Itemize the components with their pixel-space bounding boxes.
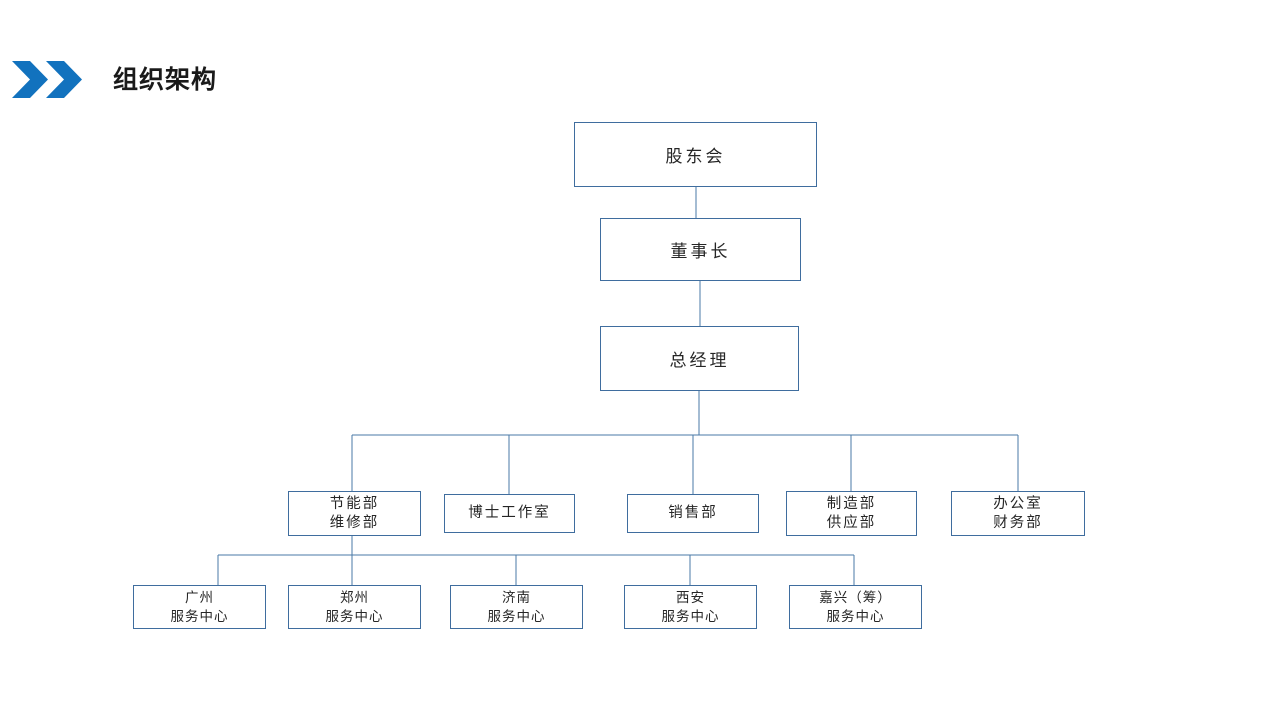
org-node-service-center[interactable]: 郑州 服务中心 (288, 585, 421, 629)
slide-header: 组织架构 (0, 0, 1280, 110)
org-node-label-line2: 服务中心 (170, 609, 229, 624)
org-node-label-line1: 济南 (502, 590, 531, 605)
org-node-label-line1: 西安 (676, 590, 705, 605)
org-node-shareholders[interactable]: 股东会 (574, 122, 817, 187)
org-node-label-line2: 服务中心 (487, 609, 546, 624)
org-node-label-line1: 节能部 (329, 495, 380, 512)
org-node-chairman[interactable]: 董事长 (600, 218, 801, 281)
org-node-label: 董事长 (670, 242, 731, 261)
org-node-department[interactable]: 节能部 维修部 (288, 491, 421, 536)
org-node-label-line1: 销售部 (668, 505, 718, 521)
org-node-service-center[interactable]: 嘉兴（筹） 服务中心 (789, 585, 922, 629)
org-node-label-line2: 财务部 (993, 514, 1043, 531)
org-node-label-line1: 制造部 (826, 495, 877, 512)
org-node-general-manager[interactable]: 总经理 (600, 326, 799, 391)
org-node-service-center[interactable]: 济南 服务中心 (450, 585, 583, 629)
org-node-department[interactable]: 销售部 (627, 494, 759, 533)
org-node-label-line1: 郑州 (340, 590, 369, 605)
org-node-label-line2: 供应部 (826, 514, 877, 531)
org-node-label-line2: 服务中心 (325, 609, 384, 624)
org-node-label-line2: 维修部 (329, 514, 380, 531)
org-node-label-line1: 广州 (185, 590, 214, 605)
org-node-label: 股东会 (665, 147, 726, 166)
org-node-label-line1: 嘉兴（筹） (819, 590, 892, 605)
org-node-label-line2: 服务中心 (661, 609, 720, 624)
org-node-service-center[interactable]: 西安 服务中心 (624, 585, 757, 629)
page-title: 组织架构 (113, 66, 218, 94)
org-node-label-line1: 办公室 (993, 495, 1043, 512)
double-chevron-right-icon (12, 61, 82, 98)
org-node-department[interactable]: 博士工作室 (444, 494, 575, 533)
org-node-label: 总经理 (669, 351, 730, 370)
org-node-label-line1: 博士工作室 (468, 505, 551, 521)
org-node-service-center[interactable]: 广州 服务中心 (133, 585, 266, 629)
org-node-department[interactable]: 制造部 供应部 (786, 491, 917, 536)
org-node-department[interactable]: 办公室 财务部 (951, 491, 1085, 536)
org-node-label-line2: 服务中心 (826, 609, 885, 624)
